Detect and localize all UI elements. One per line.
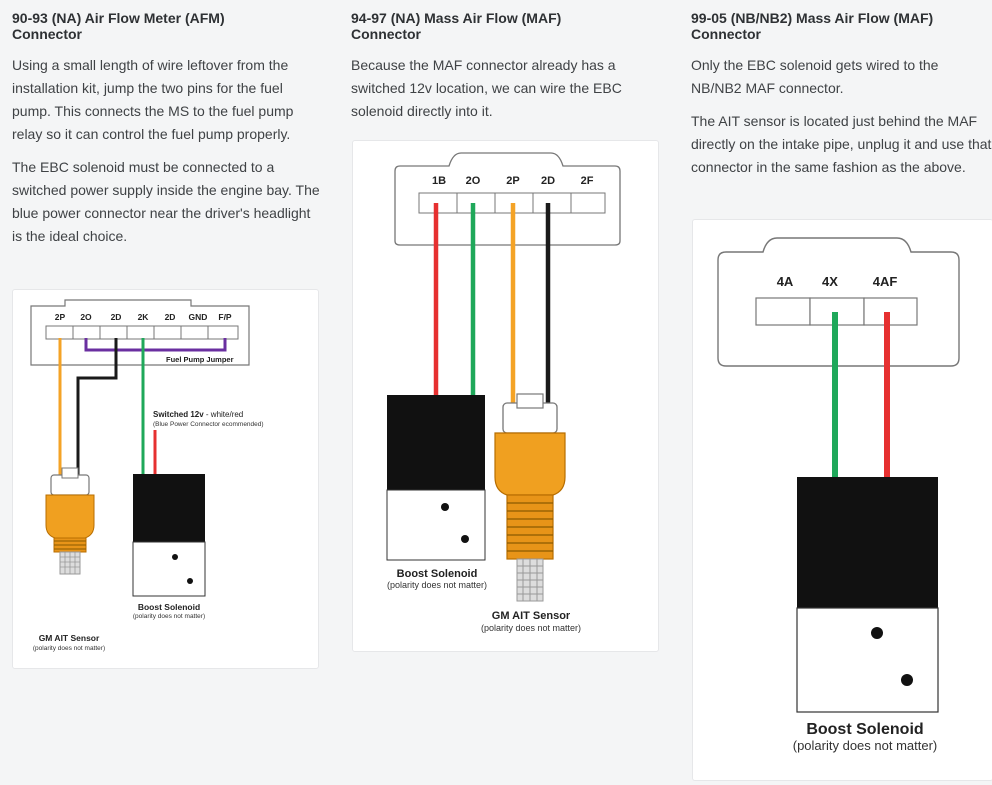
pin-cell [570, 192, 606, 214]
maf-99-05-wiring-diagram: 4A 4X 4AF Boost Solenoid (polarity does … [692, 219, 992, 781]
pin-cell [532, 192, 572, 214]
sensor-note: (polarity does not matter) [33, 645, 105, 652]
section-title: 99-05 (NB/NB2) Mass Air Flow (MAF) Conne… [691, 10, 934, 42]
gm-ait-sensor [45, 467, 95, 575]
pin-cell [153, 325, 182, 340]
power-note: (Blue Power Connector ecommended) [153, 421, 264, 428]
pin-label: 2D [165, 312, 176, 322]
paragraph: The AIT sensor is located just behind th… [691, 113, 992, 175]
pin-label: 2K [138, 312, 150, 322]
jumper-label: Fuel Pump Jumper [166, 355, 234, 364]
gm-ait-sensor [494, 393, 566, 602]
paragraph: The EBC solenoid must be connected to a … [12, 159, 320, 244]
pin-label: 4A [777, 274, 794, 289]
section-maf-94-97: 94-97 (NA) Mass Air Flow (MAF) Connector… [351, 10, 661, 133]
pin-label: 2P [506, 175, 519, 187]
pin-label: 4AF [873, 274, 898, 289]
section-afm: 90-93 (NA) Air Flow Meter (AFM) Connecto… [12, 10, 322, 258]
sensor-label: GM AIT Sensor [39, 633, 100, 643]
section-title: 90-93 (NA) Air Flow Meter (AFM) Connecto… [12, 10, 225, 42]
pin-label: 2P [55, 312, 66, 322]
solenoid-note: (polarity does not matter) [793, 738, 938, 753]
pin-cell [180, 325, 209, 340]
black-wire [76, 338, 118, 478]
afm-diagram-svg: 2P 2O 2D 2K 2D GND F/P Fuel Pump Jumper [30, 299, 264, 652]
pin-cell [456, 192, 496, 214]
afm-wiring-diagram: 2P 2O 2D 2K 2D GND F/P Fuel Pump Jumper [12, 289, 319, 669]
section-title: 94-97 (NA) Mass Air Flow (MAF) Connector [351, 10, 562, 42]
pin-label: F/P [218, 312, 232, 322]
pin-cell [207, 325, 239, 340]
pin-label: 2D [111, 312, 122, 322]
pin-cell [755, 297, 811, 326]
pin-cell [99, 325, 128, 340]
pin-label: 2O [466, 175, 481, 187]
boost-solenoid [796, 477, 939, 713]
maf-94-97-diagram-svg: 1B 2O 2P 2D 2F Boost Solenoid (polarity … [386, 152, 621, 633]
solenoid-note: (polarity does not matter) [133, 613, 205, 620]
maf-99-05-diagram-svg: 4A 4X 4AF Boost Solenoid (polarity does … [717, 237, 960, 753]
paragraph: Using a small length of wire leftover fr… [12, 57, 294, 142]
boost-solenoid [386, 395, 486, 561]
power-label: Switched 12v - white/red [153, 410, 243, 419]
fuel-pump-jumper-wire [84, 338, 227, 352]
pin-label: 4X [822, 274, 838, 289]
pin-label: 2O [80, 312, 92, 322]
pin-label: 1B [432, 175, 446, 187]
pin-cell [126, 325, 155, 340]
pin-cell [863, 297, 918, 326]
maf-94-97-wiring-diagram: 1B 2O 2P 2D 2F Boost Solenoid (polarity … [352, 140, 659, 652]
solenoid-note: (polarity does not matter) [387, 580, 487, 590]
section-maf-99-05: 99-05 (NB/NB2) Mass Air Flow (MAF) Conne… [691, 10, 992, 189]
paragraph: Only the EBC solenoid gets wired to the … [691, 57, 939, 96]
sensor-note: (polarity does not matter) [481, 623, 581, 633]
pin-label: GND [189, 312, 208, 322]
paragraph: Because the MAF connector already has a … [351, 57, 622, 119]
pin-cell [45, 325, 74, 340]
solenoid-label: Boost Solenoid [138, 602, 200, 612]
pin-label: 2F [581, 175, 594, 187]
solenoid-label: Boost Solenoid [806, 721, 923, 738]
solenoid-label: Boost Solenoid [397, 568, 478, 580]
pin-label: 2D [541, 175, 555, 187]
pin-cell [72, 325, 101, 340]
sensor-label: GM AIT Sensor [492, 610, 571, 622]
boost-solenoid [132, 474, 206, 597]
